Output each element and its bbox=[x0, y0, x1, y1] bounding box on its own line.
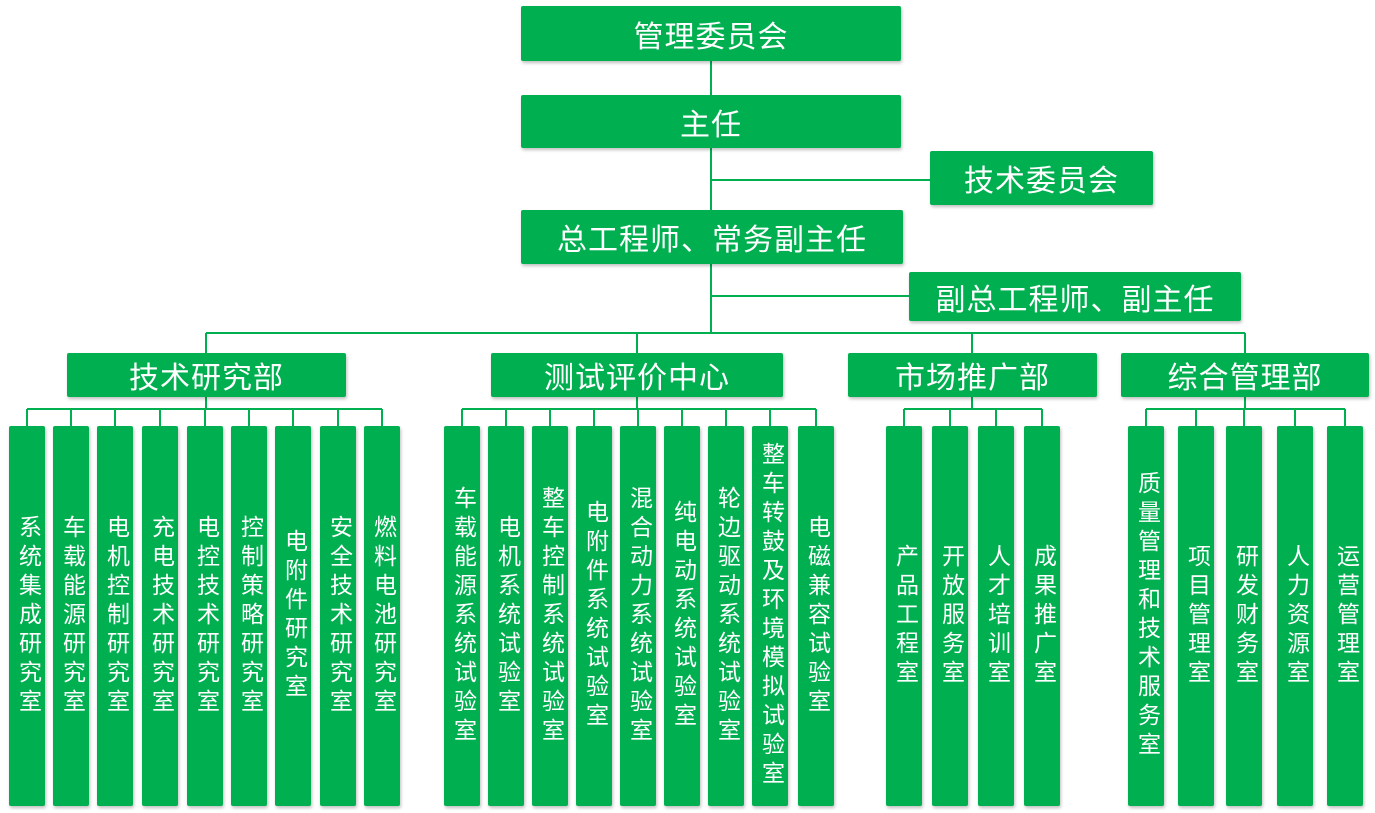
unit-label: 整车转鼓及环境模拟试验室 bbox=[757, 442, 784, 790]
unit-box: 电磁兼容试验室 bbox=[798, 426, 834, 806]
unit-box: 纯电动系统试验室 bbox=[664, 426, 700, 806]
unit-box: 充电技术研究室 bbox=[142, 426, 178, 806]
dept-label: 测试评价中心 bbox=[544, 361, 730, 396]
director-box: 主任 bbox=[521, 95, 901, 148]
unit-box: 燃料电池研究室 bbox=[364, 426, 400, 806]
unit-label: 质量管理和技术服务室 bbox=[1133, 471, 1160, 761]
committee-label: 管理委员会 bbox=[633, 19, 789, 55]
unit-label: 系统集成研究室 bbox=[14, 514, 41, 718]
unit-box: 运营管理室 bbox=[1327, 426, 1363, 806]
unit-label: 充电技术研究室 bbox=[147, 514, 174, 718]
unit-box: 系统集成研究室 bbox=[9, 426, 45, 806]
unit-box: 控制策略研究室 bbox=[231, 426, 267, 806]
dept-test-center: 测试评价中心 bbox=[491, 353, 783, 397]
unit-label: 运营管理室 bbox=[1332, 543, 1359, 689]
unit-label: 电磁兼容试验室 bbox=[803, 514, 830, 718]
director-label: 主任 bbox=[680, 107, 742, 143]
unit-label: 电机系统试验室 bbox=[493, 514, 520, 718]
deputy-chief-label: 副总工程师、副主任 bbox=[935, 282, 1215, 318]
unit-label: 轮边驱动系统试验室 bbox=[713, 485, 740, 747]
unit-box: 人力资源室 bbox=[1277, 426, 1313, 806]
unit-box: 轮边驱动系统试验室 bbox=[708, 426, 744, 806]
unit-box: 开放服务室 bbox=[932, 426, 968, 806]
unit-label: 产品工程室 bbox=[891, 543, 918, 689]
unit-box: 研发财务室 bbox=[1226, 426, 1262, 806]
dept-tech-research: 技术研究部 bbox=[67, 353, 346, 397]
unit-label: 电附件研究室 bbox=[280, 529, 307, 703]
unit-label: 开放服务室 bbox=[937, 543, 964, 689]
unit-label: 电控技术研究室 bbox=[192, 514, 219, 718]
unit-box: 项目管理室 bbox=[1178, 426, 1214, 806]
unit-box: 产品工程室 bbox=[886, 426, 922, 806]
dept-label: 市场推广部 bbox=[895, 361, 1050, 396]
unit-box: 整车控制系统试验室 bbox=[532, 426, 568, 806]
unit-box: 人才培训室 bbox=[978, 426, 1014, 806]
tech-committee-box: 技术委员会 bbox=[930, 151, 1153, 205]
dept-label: 技术研究部 bbox=[129, 361, 284, 396]
unit-label: 成果推广室 bbox=[1029, 543, 1056, 689]
unit-box: 车载能源研究室 bbox=[53, 426, 89, 806]
unit-label: 整车控制系统试验室 bbox=[537, 485, 564, 747]
unit-label: 电附件系统试验室 bbox=[581, 500, 608, 732]
unit-label: 人力资源室 bbox=[1282, 543, 1309, 689]
unit-label: 人才培训室 bbox=[983, 543, 1010, 689]
committee-box: 管理委员会 bbox=[521, 6, 901, 61]
unit-box: 电机系统试验室 bbox=[488, 426, 524, 806]
dept-marketing: 市场推广部 bbox=[848, 353, 1097, 397]
unit-box: 电附件系统试验室 bbox=[576, 426, 612, 806]
unit-box: 电控技术研究室 bbox=[187, 426, 223, 806]
unit-box: 成果推广室 bbox=[1024, 426, 1060, 806]
unit-box: 车载能源系统试验室 bbox=[444, 426, 480, 806]
unit-label: 车载能源系统试验室 bbox=[449, 485, 476, 747]
unit-label: 项目管理室 bbox=[1183, 543, 1210, 689]
unit-box: 电机控制研究室 bbox=[97, 426, 133, 806]
deputy-chief-box: 副总工程师、副主任 bbox=[909, 272, 1241, 321]
unit-box: 质量管理和技术服务室 bbox=[1128, 426, 1164, 806]
tech-committee-label: 技术委员会 bbox=[964, 164, 1119, 199]
chief-engineer-box: 总工程师、常务副主任 bbox=[521, 210, 903, 264]
dept-label: 综合管理部 bbox=[1167, 361, 1323, 396]
unit-label: 纯电动系统试验室 bbox=[669, 500, 696, 732]
dept-general-management: 综合管理部 bbox=[1121, 353, 1369, 397]
unit-label: 混合动力系统试验室 bbox=[625, 485, 652, 747]
unit-box: 整车转鼓及环境模拟试验室 bbox=[752, 426, 788, 806]
unit-label: 安全技术研究室 bbox=[325, 514, 352, 718]
unit-label: 车载能源研究室 bbox=[58, 514, 85, 718]
unit-box: 电附件研究室 bbox=[275, 426, 311, 806]
unit-label: 控制策略研究室 bbox=[236, 514, 263, 718]
unit-label: 燃料电池研究室 bbox=[369, 514, 396, 718]
unit-box: 安全技术研究室 bbox=[320, 426, 356, 806]
unit-box: 混合动力系统试验室 bbox=[620, 426, 656, 806]
unit-label: 电机控制研究室 bbox=[102, 514, 129, 718]
unit-label: 研发财务室 bbox=[1231, 543, 1258, 689]
chief-engineer-label: 总工程师、常务副主任 bbox=[557, 223, 867, 258]
